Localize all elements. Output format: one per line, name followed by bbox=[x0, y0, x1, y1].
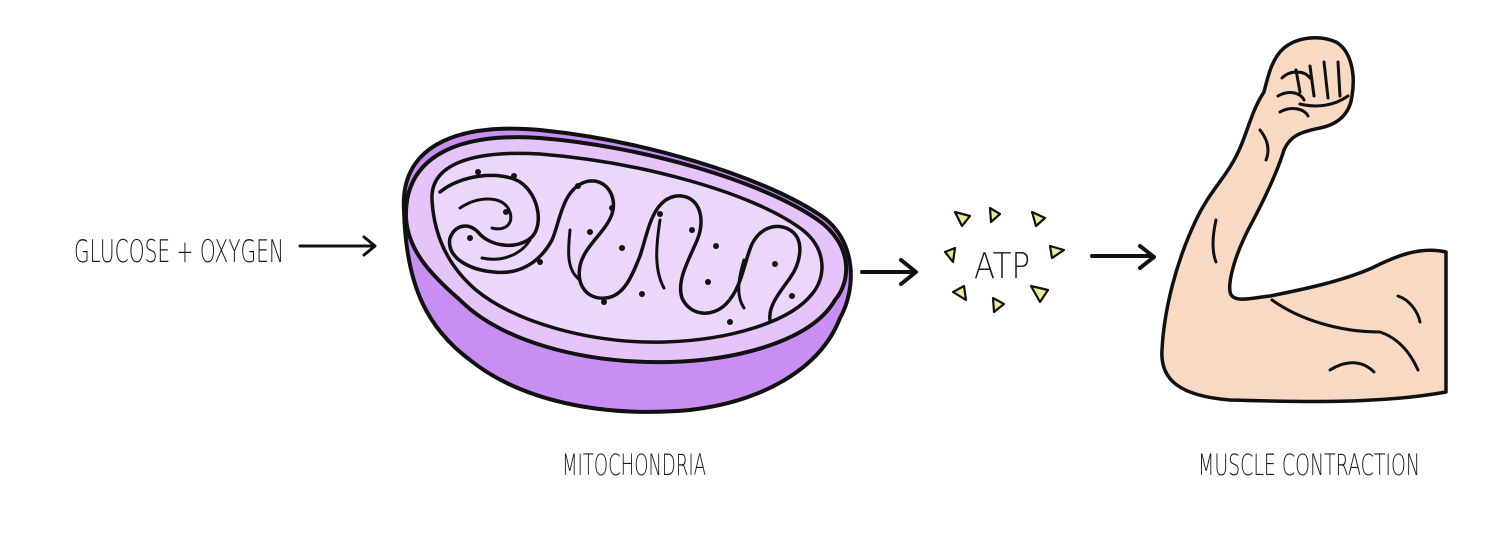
input-label: GLUCOSE + OXYGEN bbox=[74, 234, 284, 270]
mito-granules bbox=[467, 169, 795, 325]
output-label: MUSCLE CONTRACTION bbox=[1198, 448, 1420, 482]
mitochondrion-icon bbox=[401, 126, 853, 414]
mito-cristae-inner bbox=[458, 197, 746, 310]
arm-body bbox=[1160, 35, 1448, 404]
atp-label: ATP bbox=[974, 246, 1030, 287]
arrow-1 bbox=[298, 235, 377, 257]
arrow-3 bbox=[1090, 244, 1156, 270]
flexed-arm-icon bbox=[1160, 35, 1448, 404]
organelle-label: MITOCHONDRIA bbox=[562, 448, 706, 482]
mito-cristae bbox=[438, 173, 802, 322]
atp-sparkle-icon: ATP bbox=[943, 206, 1066, 314]
arrow-2 bbox=[860, 258, 918, 286]
mito-inner-membrane bbox=[430, 151, 824, 344]
